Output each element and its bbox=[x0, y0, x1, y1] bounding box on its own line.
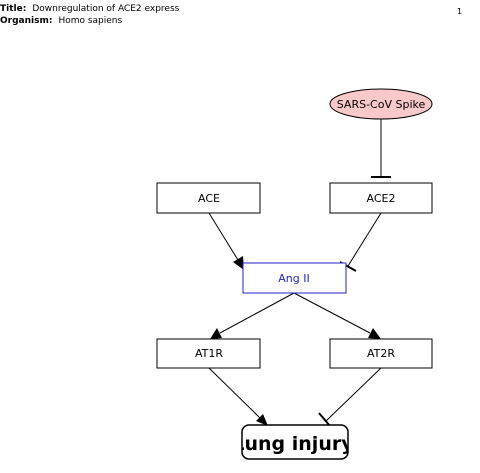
edge-ace-to-angii-arrowhead bbox=[233, 256, 244, 270]
edges bbox=[208, 119, 391, 427]
organism-value: Homo sapiens bbox=[58, 16, 123, 26]
title-value: Downregulation of ACE2 express bbox=[32, 4, 180, 14]
node-at2r-shape bbox=[329, 338, 433, 369]
node-ang-ii[interactable]: Ang II bbox=[242, 262, 347, 294]
node-at1r[interactable]: AT1R bbox=[156, 338, 261, 369]
node-lung-injury[interactable]: Lung injury bbox=[232, 424, 354, 460]
edge-angii-to-at1r-arrowhead bbox=[210, 328, 222, 339]
pathway-title: Title: Downregulation of ACE2 express bbox=[0, 4, 189, 15]
edge-angii-to-at2r bbox=[293, 292, 371, 334]
node-ace2[interactable]: ACE2 bbox=[329, 182, 433, 214]
edge-ace2-inhibits-angii bbox=[347, 212, 382, 267]
node-ace2-shape bbox=[329, 182, 433, 214]
node-sars-cov-spike-shape bbox=[329, 88, 433, 120]
node-at2r-label: AT2R bbox=[367, 347, 395, 360]
page-number: 1 bbox=[457, 7, 463, 16]
edge-angii-to-at2r-arrowhead bbox=[368, 328, 381, 339]
pathway-organism: Organism: Homo sapiens bbox=[0, 16, 122, 27]
node-sars-cov-spike-label: SARS-CoV Spike bbox=[337, 98, 426, 111]
node-ace2-label: ACE2 bbox=[367, 192, 396, 205]
edge-at1r-to-lung-arrowhead bbox=[256, 414, 268, 426]
node-at1r-shape bbox=[156, 338, 261, 369]
edge-ace-to-angii bbox=[208, 212, 239, 261]
node-at1r-label: AT1R bbox=[195, 347, 223, 360]
edge-at2r-inhibits-lung-bar bbox=[318, 412, 331, 427]
node-lung-injury-label: Lung injury bbox=[232, 433, 354, 455]
node-ace-label: ACE bbox=[198, 192, 220, 205]
node-ace[interactable]: ACE bbox=[156, 182, 261, 214]
node-ace-shape bbox=[156, 182, 261, 214]
edge-at1r-to-lung bbox=[208, 367, 261, 419]
edge-angii-to-at1r bbox=[219, 292, 295, 334]
title-label: Title: bbox=[0, 4, 27, 14]
node-ang-ii-label: Ang II bbox=[278, 272, 309, 285]
node-at2r[interactable]: AT2R bbox=[329, 338, 433, 369]
node-sars-cov-spike[interactable]: SARS-CoV Spike bbox=[329, 88, 433, 120]
edge-at2r-inhibits-lung bbox=[325, 367, 382, 422]
organism-label: Organism: bbox=[0, 16, 53, 26]
node-lung-injury-shape bbox=[241, 424, 349, 460]
node-ang-ii-shape bbox=[242, 262, 347, 294]
